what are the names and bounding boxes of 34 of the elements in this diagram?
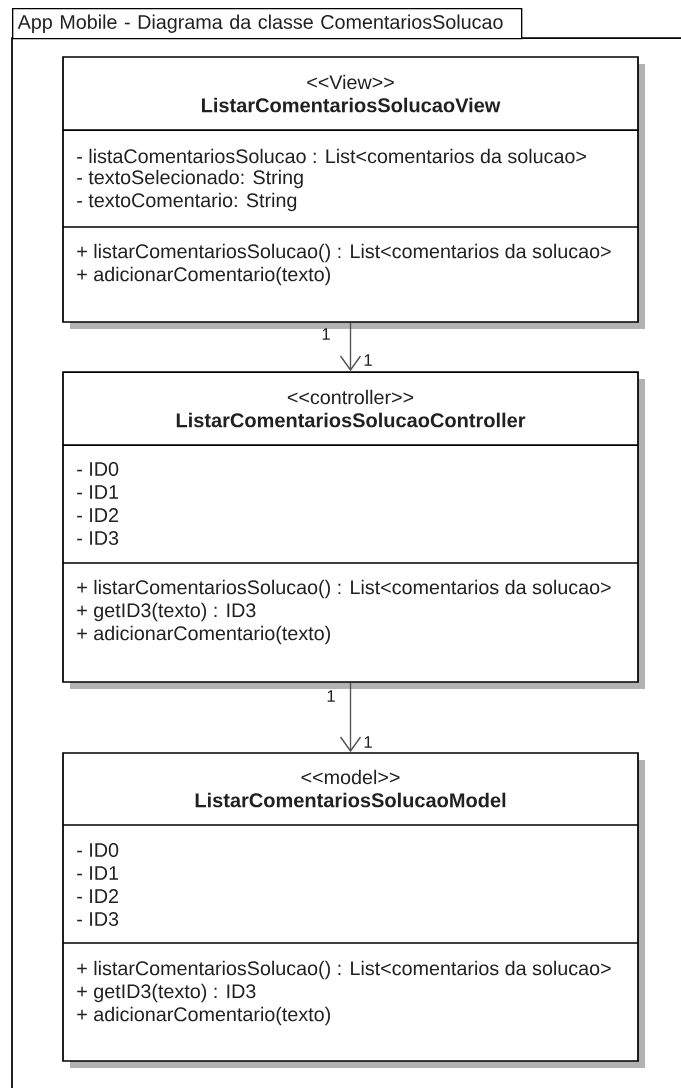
- method-text: + listarComentariosSolucao() : List<comentarios da solucao>: [77, 243, 611, 263]
- method-text: + adicionarComentario(texto): [77, 625, 330, 645]
- multiplicity-label: 1: [364, 354, 372, 366]
- attribute-text: - ID0: [77, 462, 119, 476]
- attribute-text: - textoSelecionado: String: [77, 169, 303, 189]
- multiplicity-label: 1: [322, 328, 330, 340]
- class-box: [62, 371, 645, 689]
- attribute-text: - ID3: [77, 912, 119, 926]
- class-name: ListarComentariosSolucaoController: [176, 412, 526, 428]
- method-text: + adicionarComentario(texto): [77, 266, 330, 286]
- class-box: [62, 56, 645, 329]
- class-box: [62, 752, 645, 1068]
- attribute-text: - ID2: [77, 889, 119, 903]
- class-name: ListarComentariosSolucaoModel: [195, 792, 506, 808]
- stereotype-label: <<controller>>: [287, 389, 414, 405]
- attribute-text: - ID3: [77, 531, 119, 545]
- method-text: + listarComentariosSolucao() : List<comentarios da solucao>: [77, 960, 611, 980]
- association-arrow: [339, 682, 362, 753]
- stereotype-label: <<model>>: [301, 769, 400, 785]
- attribute-text: - ID2: [77, 508, 119, 522]
- stereotype-label: <<View>>: [307, 74, 394, 90]
- multiplicity-label: 1: [327, 690, 335, 702]
- multiplicity-label: 1: [364, 736, 372, 748]
- method-text: + listarComentariosSolucao() : List<comentarios da solucao>: [77, 579, 611, 599]
- method-text: + getID3(texto) : ID3: [77, 602, 256, 622]
- attribute-text: - ID0: [77, 843, 119, 857]
- class-name: ListarComentariosSolucaoView: [202, 97, 501, 113]
- attribute-text: - listaComentariosSolucao : List<comentarios da solucao>: [77, 148, 586, 164]
- attribute-text: - ID1: [77, 866, 119, 880]
- method-text: + adicionarComentario(texto): [77, 1006, 330, 1026]
- association-arrow: [339, 322, 362, 372]
- attribute-text: - textoComentario: String: [77, 192, 297, 212]
- attribute-text: - ID1: [77, 485, 119, 499]
- method-text: + getID3(texto) : ID3: [77, 983, 256, 1003]
